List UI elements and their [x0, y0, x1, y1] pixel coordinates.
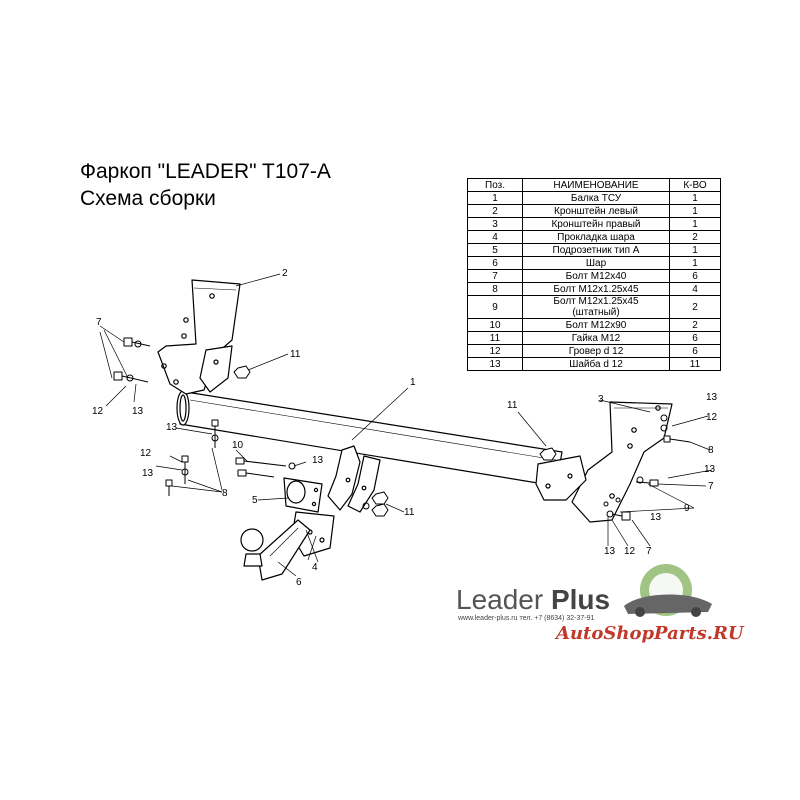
callout-13-left: 13 — [132, 406, 144, 417]
socket-plate — [283, 477, 323, 513]
fasteners — [113, 337, 691, 521]
callout-8-right: 8 — [708, 445, 714, 456]
callout-13-lower: 13 — [142, 468, 154, 479]
callout-12-bottom: 12 — [624, 546, 636, 557]
callout-10: 10 — [232, 440, 244, 451]
callout-9: 9 — [684, 503, 690, 514]
tow-ball — [240, 519, 311, 581]
brand-logo: Leader Plus — [456, 584, 610, 616]
row-quantity: 2 — [669, 295, 721, 319]
brand-contacts: www.leader-plus.ru тел. +7 (8634) 32-37-… — [458, 615, 595, 622]
drawing-title: Фаркоп "LEADER" T107-A — [80, 160, 331, 183]
callout-12-left: 12 — [92, 406, 104, 417]
callout-11-right: 11 — [507, 400, 518, 411]
callout-7-left: 7 — [96, 317, 102, 328]
left-bracket — [157, 279, 241, 395]
callout-12-lower: 12 — [140, 448, 152, 459]
callout-13-center: 13 — [312, 455, 324, 466]
car-globe-icon — [624, 564, 712, 617]
callout-13-right-top: 13 — [706, 392, 718, 403]
callout-13-right-low: 13 — [650, 512, 662, 523]
parts-table-header: Поз. НАИМЕНОВАНИЕ К-ВО — [467, 178, 721, 192]
row-quantity: 11 — [669, 357, 721, 371]
callout-11-center: 11 — [404, 507, 415, 518]
callout-11-left: 11 — [290, 349, 301, 360]
callout-7-bottom: 7 — [646, 546, 652, 557]
callout-13-bottom: 13 — [604, 546, 616, 557]
brand-name-bold: Plus — [550, 584, 611, 615]
right-bracket — [535, 401, 673, 523]
callout-12-right: 12 — [706, 412, 718, 423]
callout-8-left: 8 — [222, 488, 228, 499]
callout-2: 2 — [282, 268, 288, 279]
row-position: 9 — [467, 295, 523, 319]
callout-4: 4 — [312, 562, 318, 573]
callout-5: 5 — [252, 495, 258, 506]
leader-lines — [99, 273, 713, 577]
row-name: Шайба d 12 — [522, 357, 670, 371]
brand-name: Leader — [456, 584, 544, 615]
callout-6: 6 — [296, 577, 302, 588]
callout-13-mid: 13 — [166, 422, 178, 433]
callout-3: 3 — [598, 394, 604, 405]
watermark: AutoShopParts.RU — [556, 623, 744, 644]
callout-13-right-mid: 13 — [704, 464, 716, 475]
row-name: Болт М12х1.25х45 (штатный) — [522, 295, 670, 319]
callout-7-right: 7 — [708, 481, 714, 492]
drawing-subtitle: Схема сборки — [80, 187, 216, 210]
callout-1: 1 — [410, 377, 416, 388]
